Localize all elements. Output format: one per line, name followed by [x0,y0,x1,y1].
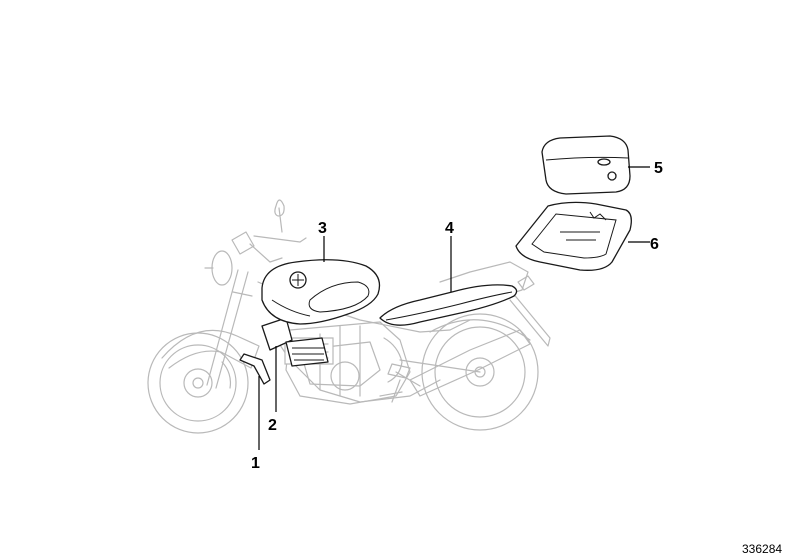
callout-6: 6 [650,236,659,253]
part-6-carrier-plate [515,201,632,271]
callout-3: 3 [318,220,327,237]
document-number: 336284 [742,542,782,556]
callout-4: 4 [445,220,454,237]
motorcycle-outline [147,199,551,434]
part-3-fuel-tank [261,259,381,325]
part-4-seat [379,284,518,326]
callout-1: 1 [251,455,260,472]
part-2-side-cover [261,317,329,367]
part-5-top-case [541,135,631,195]
callout-labels: 1 2 3 4 5 6 [251,160,663,472]
callout-5: 5 [654,160,663,177]
callout-2: 2 [268,417,277,434]
part-1-mudguard-bracket [239,353,271,385]
leader-lines [258,166,650,450]
